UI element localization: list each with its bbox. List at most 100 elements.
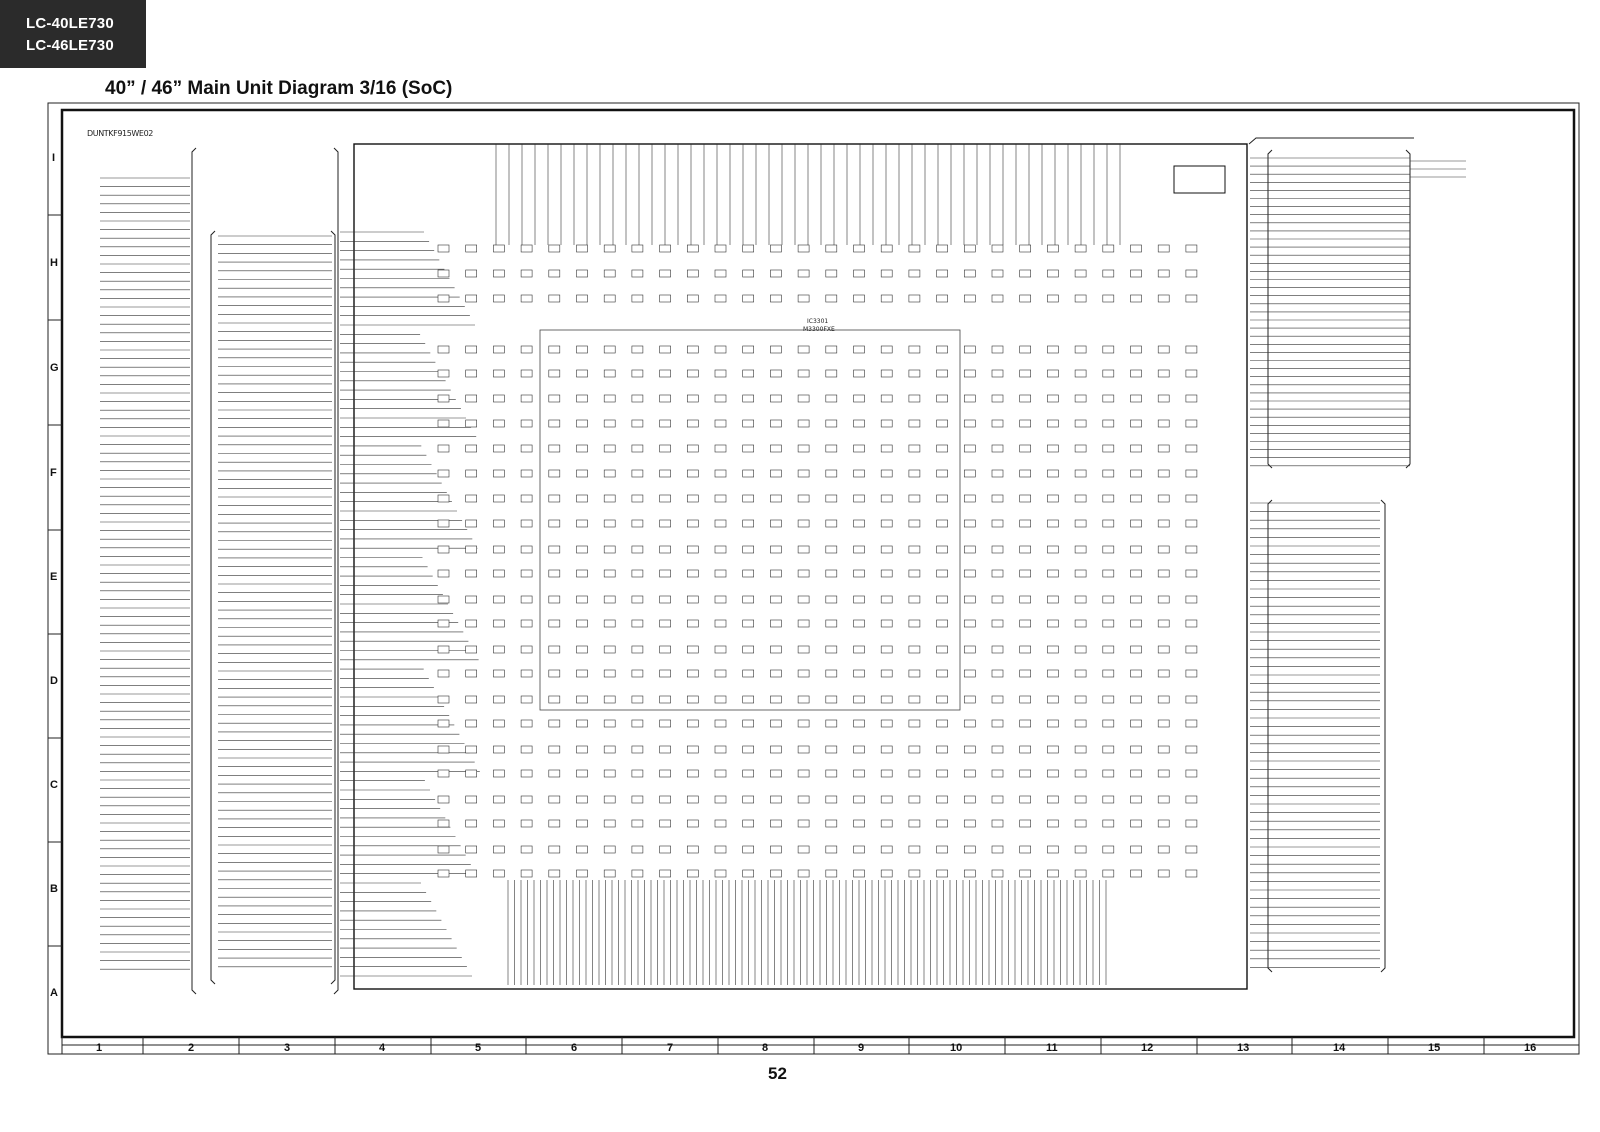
pin-pad [825, 595, 838, 604]
pin-pad [465, 669, 478, 678]
pin-pad [797, 394, 810, 403]
pin-pad [853, 769, 865, 778]
pin-pad [631, 569, 644, 578]
pin-pad [797, 519, 810, 528]
pin-pad [1157, 569, 1170, 578]
pin-pad [465, 845, 478, 854]
pin-pad [1130, 469, 1142, 478]
pin-pad [936, 595, 948, 604]
pin-pad [603, 444, 616, 453]
pin-pad [880, 695, 893, 704]
pin-pad [908, 719, 921, 728]
pin-pad [576, 619, 588, 628]
pin-pad [548, 819, 561, 828]
pin-pad [770, 419, 782, 428]
row-label-D: D [50, 675, 58, 687]
pin-pad [742, 545, 755, 554]
pin-pad [548, 569, 561, 578]
pin-pad [493, 769, 505, 778]
pin-pad [825, 444, 838, 453]
pin-pad [991, 845, 1004, 854]
pin-pad [797, 719, 810, 728]
pin-pad [576, 845, 588, 854]
pin-pad [1074, 645, 1087, 654]
pin-pad [686, 845, 699, 854]
pin-pad [548, 595, 561, 604]
pin-pad [714, 394, 727, 403]
pin-pad [659, 695, 671, 704]
pin-pad [631, 719, 644, 728]
pin-pad [1047, 444, 1059, 453]
pin-pad [1102, 419, 1115, 428]
pin-pad [576, 244, 588, 253]
pin-pad [742, 719, 755, 728]
pin-pad [1185, 645, 1198, 654]
pin-pad [1074, 369, 1087, 378]
pin-pad [714, 645, 727, 654]
pin-pad [686, 545, 699, 554]
pin-pad [686, 394, 699, 403]
pin-pad [520, 669, 533, 678]
pin-pad [825, 569, 838, 578]
pin-pad [825, 369, 838, 378]
model-name-40: LC-40LE730 [26, 15, 114, 32]
pin-pad [548, 719, 561, 728]
pin-pad [714, 444, 727, 453]
pin-pad [686, 819, 699, 828]
pin-pad [1157, 769, 1170, 778]
pin-pad [963, 244, 976, 253]
pin-pad [853, 669, 865, 678]
pin-pad [1102, 394, 1115, 403]
pin-pad [1185, 444, 1198, 453]
pin-pad [991, 669, 1004, 678]
pin-pad [770, 719, 782, 728]
pin-pad [714, 869, 727, 878]
pin-pad [908, 819, 921, 828]
column-label-5: 5 [475, 1042, 481, 1054]
pin-pad [437, 769, 450, 778]
pin-pad [742, 294, 755, 303]
pin-pad [936, 769, 948, 778]
pin-pad [963, 419, 976, 428]
pin-pad [797, 695, 810, 704]
pin-pad [1130, 795, 1142, 804]
pin-pad [853, 419, 865, 428]
pin-pad [714, 845, 727, 854]
pin-pad [991, 545, 1004, 554]
pin-pad [1185, 719, 1198, 728]
pin-pad [853, 469, 865, 478]
pin-pad [936, 795, 948, 804]
pin-pad [963, 519, 976, 528]
pin-pad [797, 294, 810, 303]
pin-pad [631, 519, 644, 528]
pin-pad [1047, 345, 1059, 354]
pin-pad [908, 469, 921, 478]
pin-pad [437, 394, 450, 403]
pin-pad [797, 469, 810, 478]
pin-pad [1074, 394, 1087, 403]
document-code: DUNTKF915WE02 [87, 129, 153, 138]
pin-pad [714, 595, 727, 604]
pin-pad [770, 244, 782, 253]
pin-pad [1047, 669, 1059, 678]
pin-pad [520, 645, 533, 654]
pin-pad [437, 494, 450, 503]
pin-pad [963, 294, 976, 303]
pin-pad [1130, 769, 1142, 778]
pin-pad [1074, 769, 1087, 778]
pin-pad [1102, 695, 1115, 704]
pin-pad [1130, 845, 1142, 854]
pin-pad [548, 519, 561, 528]
pin-pad [686, 294, 699, 303]
pin-pad [963, 394, 976, 403]
pin-pad [465, 444, 478, 453]
pin-pad [880, 569, 893, 578]
ic-part-number: M3300FXE [803, 326, 835, 333]
pin-pad [1185, 545, 1198, 554]
pin-pad [1102, 545, 1115, 554]
pin-pad [853, 369, 865, 378]
pin-pad [493, 569, 505, 578]
pin-pad [493, 869, 505, 878]
pin-pad [576, 569, 588, 578]
pin-pad [908, 769, 921, 778]
